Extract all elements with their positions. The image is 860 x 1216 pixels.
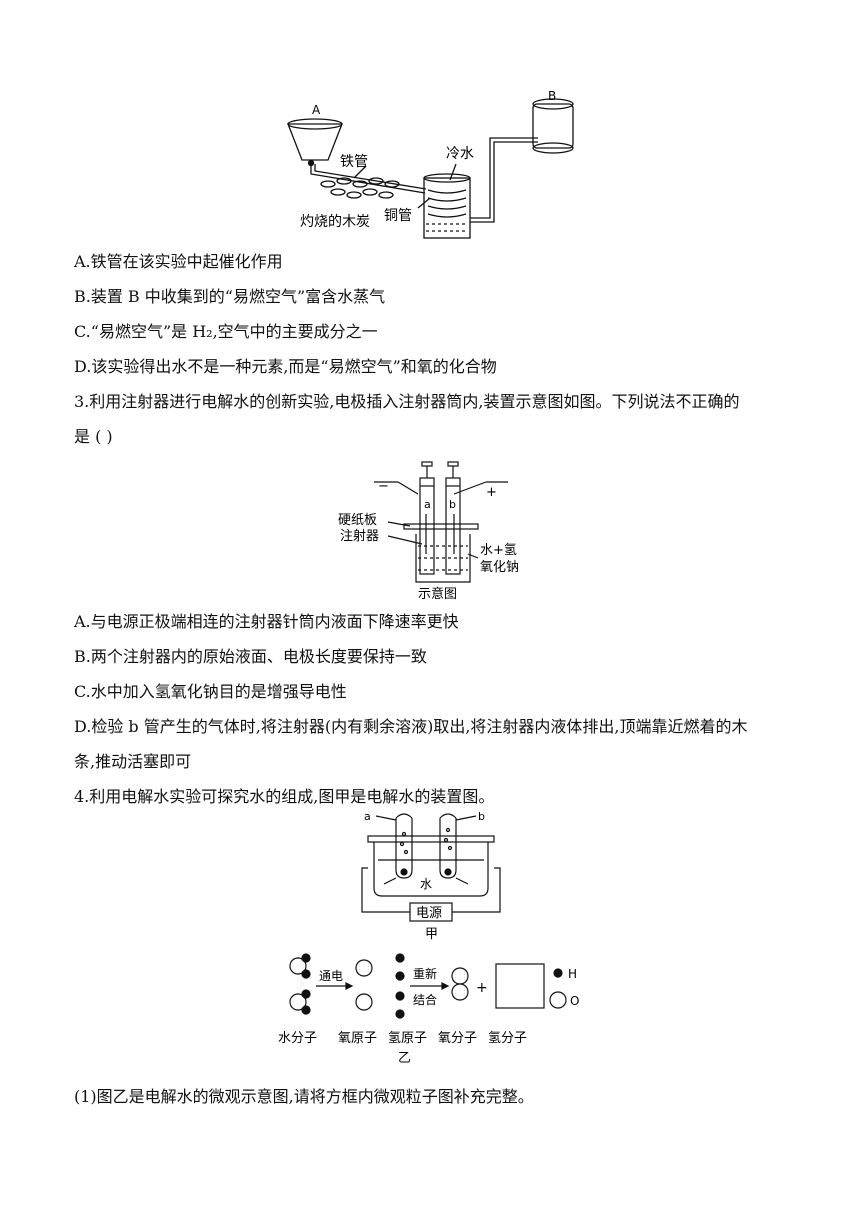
plus-sign: +: [476, 980, 488, 996]
label-hydrogen-atom: 氢原子: [388, 1031, 427, 1046]
label-oxygen-atom: 氧原子: [338, 1031, 377, 1046]
microscopic-diagram-figure: 通电 重新 结合 + H O 水分子 氧原子 氢原子 氧分子 氢分子 乙: [278, 953, 579, 1066]
legend-h: H: [568, 967, 577, 981]
q2-option-c: C.“易燃空气”是 H₂,空气中的主要成分之一: [74, 322, 378, 341]
legend-o: O: [570, 994, 579, 1008]
syringe-electrolysis-figure: − + a b 硬纸板 注射器 水+氢 氧化钠 示意图: [338, 461, 519, 602]
label-plus: +: [486, 485, 497, 500]
q2-option-a: A.铁管在该实验中起催化作用: [74, 252, 283, 271]
label-oxygen-molecule: 氧分子: [438, 1031, 477, 1046]
q3-option-d: D.检验 b 管产生的气体时,将注射器(内有剩余溶液)取出,将注射器内液体排出,…: [74, 717, 748, 736]
label-charcoal: 灼烧的木炭: [300, 214, 370, 230]
label-minus: −: [378, 479, 389, 494]
label-a: a: [424, 498, 431, 511]
figure-caption-jia: 甲: [425, 927, 438, 942]
label-solution-1: 水+氢: [480, 543, 517, 558]
label-water-molecule: 水分子: [278, 1031, 317, 1046]
q2-option-d: D.该实验得出水不是一种元素,而是“易燃空气”和氧的化合物: [74, 357, 497, 376]
label-electrolysis: 通电: [319, 969, 343, 983]
q3-stem-line1: 3.利用注射器进行电解水的创新实验,电极插入注射器筒内,装置示意图如图。下列说法…: [74, 392, 740, 411]
label-iron-tube: 铁管: [340, 154, 368, 170]
label-cardboard: 硬纸板: [338, 513, 377, 528]
electrolysis-apparatus-figure: a b 水 电源 甲: [361, 810, 501, 942]
label-syringe: 注射器: [340, 528, 379, 544]
label-recombine-2: 结合: [413, 992, 437, 1007]
q4-sub1: (1)图乙是电解水的微观示意图,请将方框内微观粒子图补充完整。: [74, 1087, 534, 1106]
label-copper-tube: 铜管: [384, 208, 412, 224]
q3-option-a: A.与电源正极端相连的注射器针筒内液面下降速率更快: [74, 612, 459, 631]
label-solution-2: 氧化钠: [480, 560, 519, 575]
q3-stem-line2: 是 ( ): [74, 427, 113, 446]
figure-caption-yi: 乙: [398, 1051, 411, 1066]
lavoisier-apparatus-figure: A B 铁管 冷水 灼烧的木炭 铜管: [287, 89, 574, 239]
q3-option-b: B.两个注射器内的原始液面、电极长度要保持一致: [74, 647, 427, 666]
label-a: A: [312, 103, 321, 117]
label-hydrogen-molecule: 氢分子: [488, 1031, 527, 1046]
label-water: 水: [420, 877, 432, 891]
label-b: b: [449, 498, 456, 511]
label-b: B: [548, 89, 556, 103]
q3-option-c: C.水中加入氢氧化钠目的是增强导电性: [74, 682, 347, 701]
q4-stem: 4.利用电解水实验可探究水的组成,图甲是电解水的装置图。: [74, 787, 495, 806]
label-power: 电源: [416, 906, 442, 921]
label-a: a: [364, 810, 371, 823]
label-recombine-1: 重新: [413, 966, 437, 981]
label-b: b: [478, 810, 485, 823]
label-cold-water: 冷水: [446, 146, 474, 162]
q3-option-d-cont: 条,推动活塞即可: [74, 752, 192, 771]
q2-option-b: B.装置 B 中收集到的“易燃空气”富含水蒸气: [74, 287, 386, 306]
figure-caption: 示意图: [418, 586, 457, 602]
